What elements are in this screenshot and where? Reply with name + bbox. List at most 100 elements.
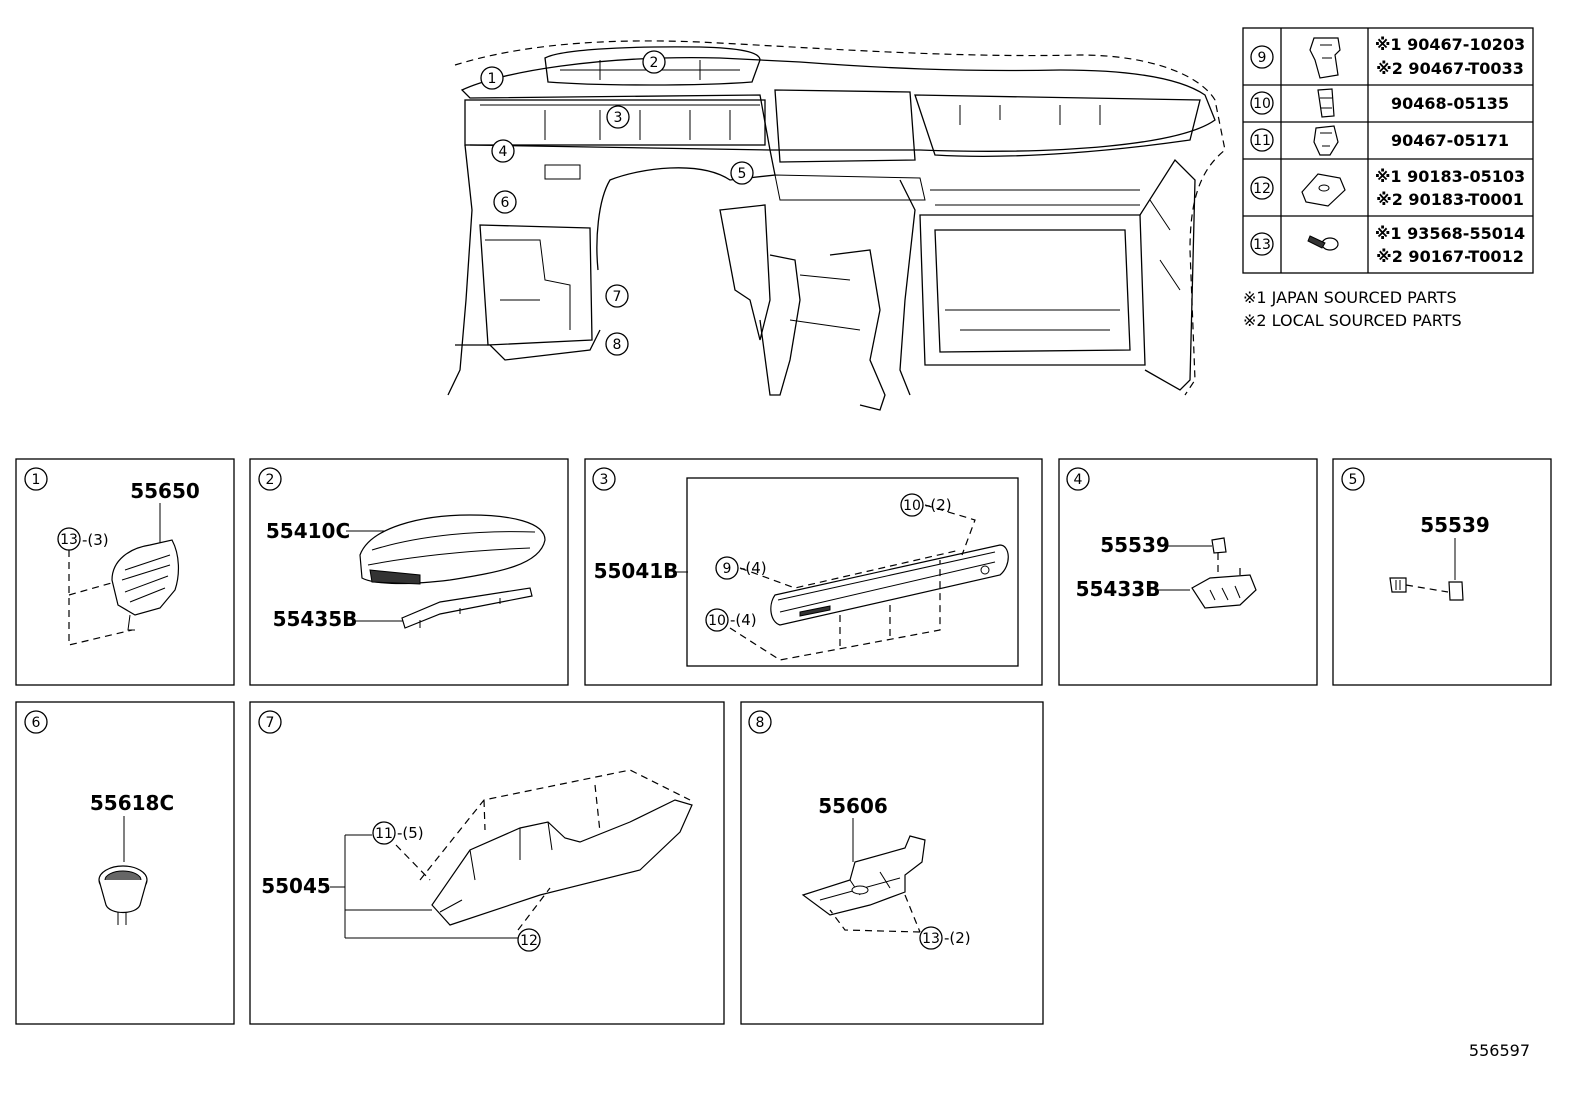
svg-text:8: 8	[756, 715, 765, 731]
cluster-finish-panel-part	[401, 587, 533, 629]
svg-text:-(2): -(2)	[925, 496, 952, 514]
fastener-table: 9 ※1 90467-10203 ※2 90467-T0033 10 90468…	[1242, 27, 1534, 330]
table-row: 11 90467-05171	[1250, 125, 1509, 156]
svg-text:-(4): -(4)	[740, 559, 767, 577]
screw-icon	[1307, 235, 1339, 251]
overview-callout-8[interactable]: 8	[605, 332, 629, 356]
lower-panel-part	[431, 799, 693, 926]
svg-text:※1 90467-10203: ※1 90467-10203	[1375, 35, 1525, 54]
svg-text:12: 12	[520, 933, 538, 949]
svg-text:5: 5	[738, 166, 747, 182]
svg-text:1: 1	[32, 472, 41, 488]
svg-text:7: 7	[266, 715, 275, 731]
part-number-55435b[interactable]: 55435B	[273, 607, 358, 631]
svg-text:10: 10	[1253, 96, 1271, 112]
part-number-55433b[interactable]: 55433B	[1076, 577, 1161, 601]
svg-text:9: 9	[723, 561, 732, 577]
overview-callout-2[interactable]: 2	[642, 50, 666, 74]
svg-text:※1 90183-05103: ※1 90183-05103	[1375, 167, 1525, 186]
panel-5[interactable]: 5 55539	[1332, 458, 1552, 686]
part-number-55650[interactable]: 55650	[130, 479, 200, 503]
panel-index-2: 2	[258, 467, 282, 491]
clip-icon	[1317, 88, 1335, 118]
part-number-55539[interactable]: 55539	[1420, 513, 1490, 537]
part-number-55045[interactable]: 55045	[261, 874, 331, 898]
panel-1[interactable]: 1 55650 13 -(3)	[15, 458, 235, 686]
svg-text:-(3): -(3)	[82, 531, 109, 549]
svg-text:8: 8	[613, 337, 622, 353]
part-number-55041b[interactable]: 55041B	[594, 559, 679, 583]
air-vent-part	[111, 539, 179, 631]
svg-text:11: 11	[1253, 133, 1271, 149]
svg-text:5: 5	[1349, 472, 1358, 488]
overview-callout-4[interactable]: 4	[491, 139, 515, 163]
svg-text:※2 90183-T0001: ※2 90183-T0001	[1376, 190, 1524, 209]
clip-icon	[1313, 125, 1339, 156]
part-number-55539[interactable]: 55539	[1100, 533, 1170, 557]
table-row: 9 ※1 90467-10203 ※2 90467-T0033	[1250, 35, 1525, 79]
panel-7[interactable]: 7 55045 11 -(5) 12	[249, 701, 725, 1025]
svg-text:6: 6	[501, 195, 510, 211]
panel-4[interactable]: 4 55539 55433B	[1058, 458, 1318, 686]
panel-3[interactable]: 3 55041B 10 -(2) 9 -(4) 10 -(4)	[584, 458, 1043, 686]
svg-text:1: 1	[488, 71, 497, 87]
panel-8[interactable]: 8 55606 13 -(2)	[740, 701, 1044, 1025]
panel-index-3: 3	[592, 467, 616, 491]
panel-6[interactable]: 6 55618C	[15, 701, 235, 1025]
meter-hood-part	[359, 514, 546, 585]
svg-text:13: 13	[1253, 237, 1271, 253]
overview-callout-5[interactable]: 5	[730, 161, 754, 185]
fastener-callout-11[interactable]: 11	[372, 821, 396, 845]
panel-2[interactable]: 2 55410C 55435B	[249, 458, 569, 686]
svg-text:3: 3	[614, 110, 623, 126]
overview-callout-1[interactable]: 1	[480, 66, 504, 90]
part-number-55606[interactable]: 55606	[818, 794, 888, 818]
clip-part	[1211, 537, 1227, 554]
svg-text:4: 4	[499, 144, 508, 160]
ref-callout-13: 13	[1250, 232, 1274, 256]
part-number-55618c[interactable]: 55618C	[90, 791, 174, 815]
panel-index-1: 1	[24, 467, 48, 491]
clip-part	[1448, 581, 1464, 601]
table-row: 13 ※1 93568-55014 ※2 90167-T0012	[1250, 224, 1525, 266]
overview-callout-6[interactable]: 6	[493, 190, 517, 214]
diagram-id: 556597	[1469, 1041, 1530, 1060]
svg-text:-(5): -(5)	[397, 824, 424, 842]
table-row: 12 ※1 90183-05103 ※2 90183-T0001	[1250, 167, 1525, 209]
panel-index-4: 4	[1066, 467, 1090, 491]
svg-text:13: 13	[922, 931, 940, 947]
speed-nut-icon	[1301, 173, 1346, 207]
bracket-part	[1191, 574, 1257, 609]
svg-text:10: 10	[903, 498, 921, 514]
cup-holder-part	[98, 865, 148, 925]
fastener-callout-10-lower[interactable]: 10	[705, 608, 729, 632]
svg-text:3: 3	[600, 472, 609, 488]
overview-callout-3[interactable]: 3	[606, 105, 630, 129]
panel-index-7: 7	[258, 710, 282, 734]
svg-text:※2 90167-T0012: ※2 90167-T0012	[1376, 247, 1524, 266]
under-cover-part	[801, 835, 926, 916]
svg-text:2: 2	[266, 472, 275, 488]
fastener-callout-9[interactable]: 9	[715, 556, 739, 580]
note-japan: ※1 JAPAN SOURCED PARTS	[1243, 288, 1457, 307]
note-local: ※2 LOCAL SOURCED PARTS	[1243, 311, 1462, 330]
clip-icon	[1309, 37, 1341, 79]
svg-text:-(2): -(2)	[944, 929, 971, 947]
ref-callout-9: 9	[1250, 45, 1274, 69]
fastener-callout-10[interactable]: 10	[900, 493, 924, 517]
svg-text:-(4): -(4)	[730, 611, 757, 629]
fastener-callout-13[interactable]: 13	[919, 926, 943, 950]
part-number-55410c[interactable]: 55410C	[266, 519, 350, 543]
ref-callout-12: 12	[1250, 176, 1274, 200]
svg-text:90467-05171: 90467-05171	[1391, 131, 1509, 150]
svg-text:13: 13	[60, 532, 78, 548]
fastener-callout-12[interactable]: 12	[517, 928, 541, 952]
svg-text:※2 90467-T0033: ※2 90467-T0033	[1376, 59, 1524, 78]
fastener-callout-13[interactable]: 13	[57, 527, 81, 551]
ref-callout-11: 11	[1250, 128, 1274, 152]
overview-callout-7[interactable]: 7	[605, 284, 629, 308]
table-row: 10 90468-05135	[1250, 88, 1509, 118]
panel-index-8: 8	[748, 710, 772, 734]
svg-text:※1 93568-55014: ※1 93568-55014	[1375, 224, 1525, 243]
